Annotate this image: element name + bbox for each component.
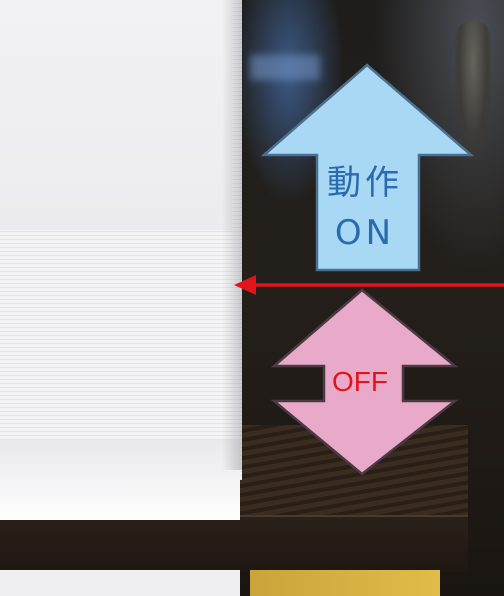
- up-arrow-icon: [260, 63, 475, 272]
- on-label-line1: 動作: [327, 163, 403, 203]
- paper-on-shelf: [0, 470, 240, 520]
- paper-stack-edge-shadow: [222, 0, 242, 470]
- yellow-strip-below-shelf: [250, 570, 440, 596]
- pointer-arrowhead-icon: [234, 275, 256, 295]
- background-light-reflection: [250, 55, 320, 80]
- off-arrow-label: OFF: [332, 366, 388, 397]
- double-arrow-icon: [270, 288, 459, 476]
- paper-below-shelf: [0, 570, 240, 596]
- paper-stack-upper: [0, 0, 232, 230]
- on-arrow-label: 動作 ON: [318, 158, 412, 258]
- background-rope-knot: [455, 20, 491, 160]
- on-label-line2: ON: [334, 213, 396, 253]
